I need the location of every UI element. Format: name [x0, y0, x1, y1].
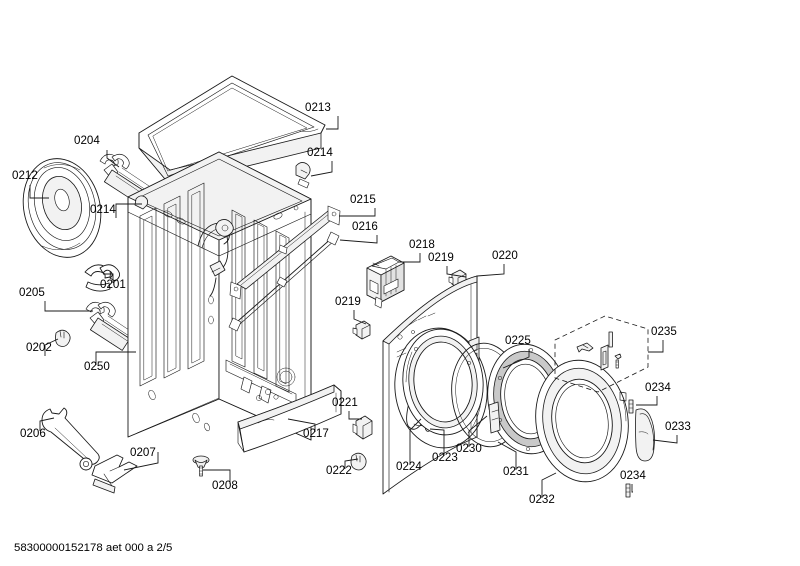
callout-0213: 0213 — [305, 101, 331, 114]
callout-0214-left: 0214 — [90, 203, 116, 216]
part-0206-spanner-wrench — [41, 407, 100, 471]
callout-0202: 0202 — [26, 341, 52, 354]
part-0231-door-outer-ring — [487, 343, 569, 455]
callout-0206: 0206 — [20, 427, 46, 440]
callout-0234-upper: 0234 — [645, 381, 671, 394]
part-0222-blanking-plug — [350, 452, 367, 471]
callout-0221: 0221 — [332, 396, 358, 409]
callout-0225: 0225 — [505, 334, 531, 347]
callout-0232: 0232 — [529, 493, 555, 506]
callout-0219-lower: 0219 — [335, 295, 361, 308]
callout-labels: 0201 0202 0204 0205 0206 0207 0208 0212 … — [12, 101, 691, 506]
part-0207-mounting-bracket — [91, 454, 138, 494]
part-0217-plinth-panel — [237, 384, 342, 453]
callout-0219-upper: 0219 — [428, 251, 454, 264]
part-0219-retaining-clip-lower — [352, 320, 371, 340]
callout-0215: 0215 — [350, 193, 376, 206]
cabinet-left-ribs — [139, 182, 205, 387]
callout-0208: 0208 — [212, 479, 238, 492]
part-0232-door-trim-ring — [535, 359, 629, 483]
callout-0250: 0250 — [84, 360, 110, 373]
part-0235-small-parts-kit — [554, 315, 649, 393]
callout-0207: 0207 — [130, 446, 156, 459]
part-0214-clip-cap-left — [134, 195, 149, 210]
callout-0204: 0204 — [74, 134, 100, 147]
sheet-footer-text: 58300000152178 aet 000 a 2/5 — [14, 542, 172, 554]
callout-0233: 0233 — [665, 420, 691, 433]
callout-0231: 0231 — [503, 465, 529, 478]
callout-0235: 0235 — [651, 325, 677, 338]
callout-0220: 0220 — [492, 249, 518, 262]
leader-lines — [29, 116, 678, 498]
callout-0214-upper: 0214 — [307, 146, 333, 159]
part-0216-support-rod — [228, 231, 340, 332]
part-0214-clip-cap-upper — [295, 162, 311, 189]
part-0234-handle-pin-lower — [625, 483, 631, 498]
callout-0222: 0222 — [326, 464, 352, 477]
callout-0218: 0218 — [409, 238, 435, 251]
part-0208-screw — [192, 455, 210, 477]
part-0215-support-rail — [229, 205, 341, 300]
callout-0212: 0212 — [12, 169, 38, 182]
part-0202-rubber-plug — [55, 329, 71, 347]
callout-0234-lower: 0234 — [620, 469, 646, 482]
callout-0224: 0224 — [396, 460, 422, 473]
callout-0223: 0223 — [432, 451, 458, 464]
callout-0230: 0230 — [456, 442, 482, 455]
part-0218-door-interlock-switch — [366, 255, 405, 309]
part-0233-door-handle — [635, 408, 655, 462]
part-0201-hose-clip — [84, 264, 120, 292]
callout-0201: 0201 — [100, 278, 126, 291]
callout-0217: 0217 — [303, 427, 329, 440]
callout-0205: 0205 — [19, 286, 45, 299]
part-0221-clip — [352, 415, 373, 440]
callout-0216: 0216 — [352, 220, 378, 233]
part-0250-cabinet-housing — [127, 151, 312, 441]
cabinet-front-ribs — [231, 209, 290, 393]
part-0234-handle-pin-upper — [628, 399, 634, 414]
part-0212-side-cover-oval — [22, 158, 102, 258]
